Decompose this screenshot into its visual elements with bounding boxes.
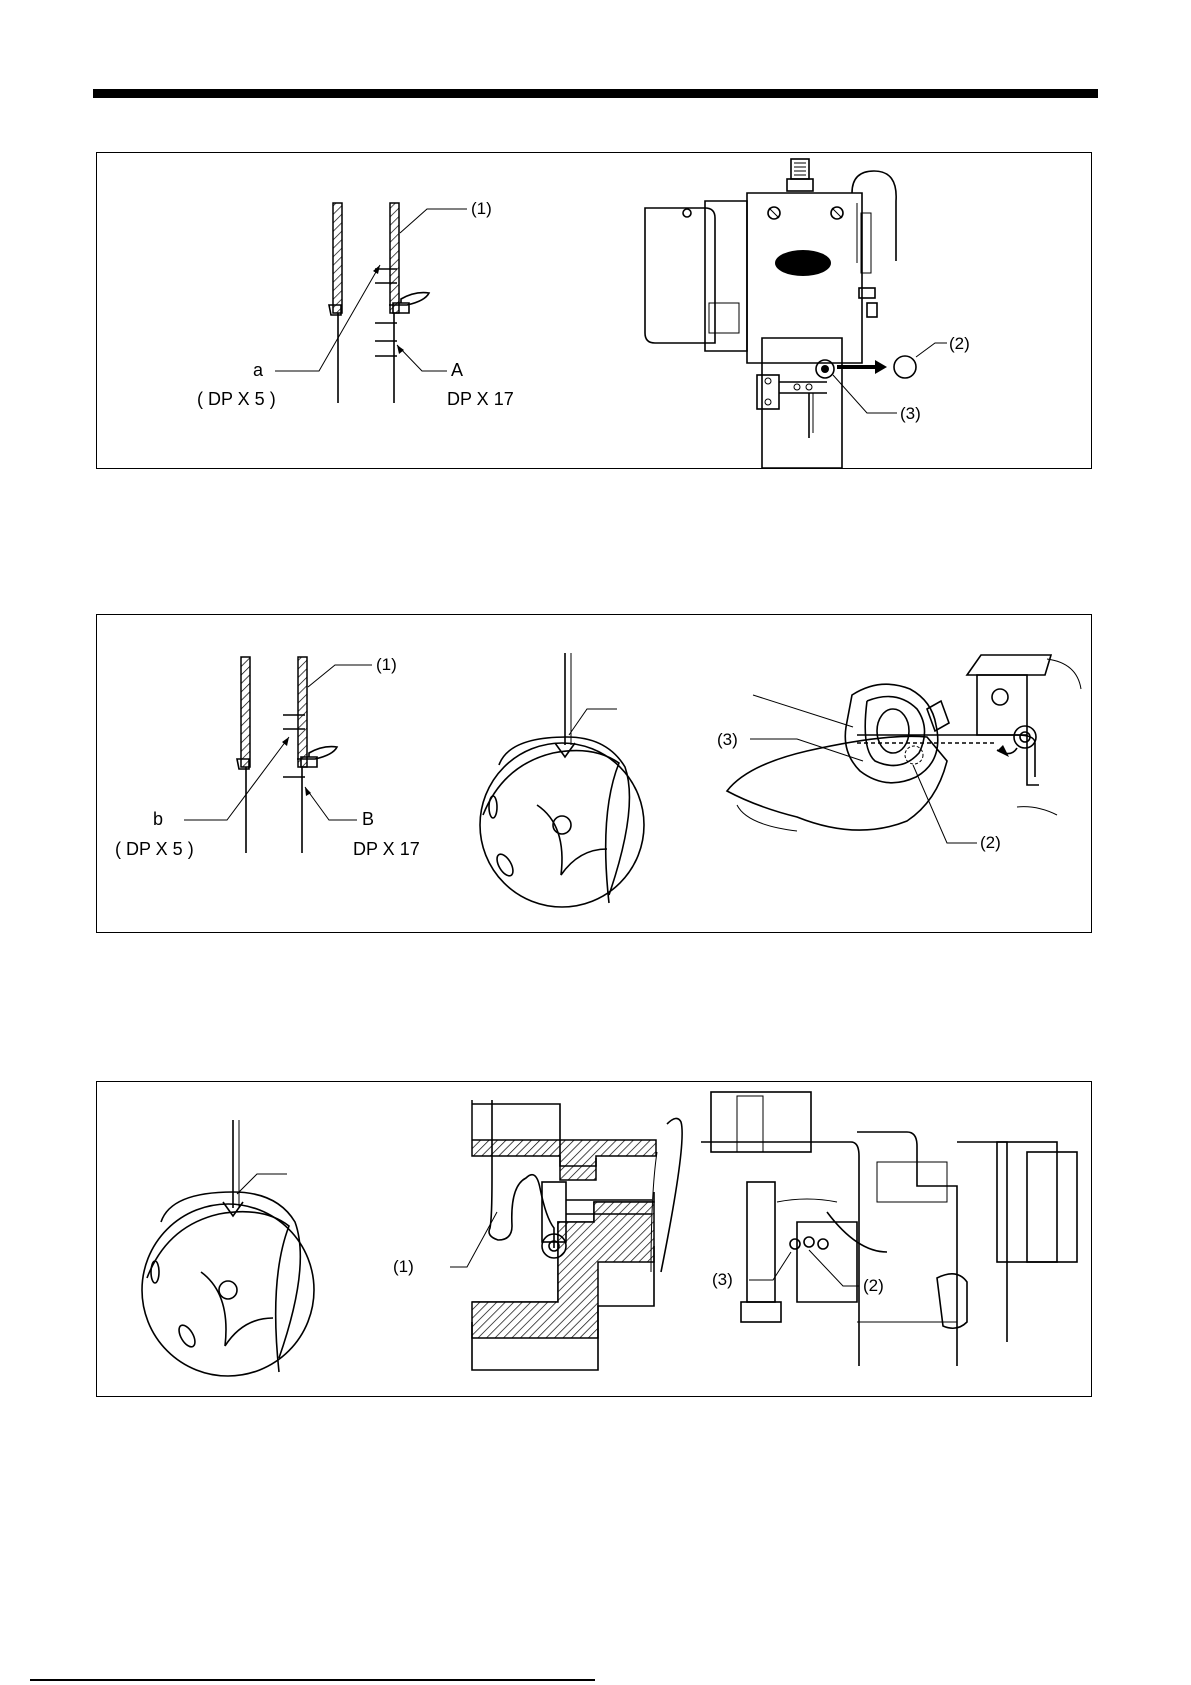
footer-rule (30, 1679, 595, 1681)
callout-b: b (153, 809, 163, 829)
callout-B: B (362, 809, 374, 829)
callout-1: (1) (393, 1257, 414, 1276)
figure-hook-guard: (1) (3) (2) (96, 1081, 1092, 1397)
needle-bar-diagram (275, 203, 467, 403)
machine-underside-illustration (651, 1092, 1077, 1366)
header-rule (93, 89, 1098, 98)
callout-1: (1) (376, 655, 397, 674)
needle-type-dpx17: DP X 17 (353, 839, 420, 859)
callout-1: (1) (471, 199, 492, 218)
callout-2: (2) (949, 334, 970, 353)
rotary-hook-illustration (480, 653, 644, 907)
needle-type-dpx5: ( DP X 5 ) (197, 389, 276, 409)
hook-guard-section (450, 1100, 656, 1370)
needle-bar-diagram (184, 657, 372, 853)
figure-3-drawing: (1) (3) (2) (97, 1082, 1093, 1398)
figure-1-drawing: (1) a A ( DP X 5 ) DP X 17 (97, 153, 1093, 470)
figure-needle-bar-height: (1) a A ( DP X 5 ) DP X 17 (96, 152, 1092, 469)
callout-3: (3) (712, 1270, 733, 1289)
hook-adjustment-illustration (727, 655, 1081, 843)
callout-a: a (253, 360, 264, 380)
callout-2: (2) (863, 1276, 884, 1295)
figure-needle-hook-timing: (1) b B ( DP X 5 ) DP X 17 (96, 614, 1092, 933)
needle-type-dpx17: DP X 17 (447, 389, 514, 409)
figure-2-drawing: (1) b B ( DP X 5 ) DP X 17 (97, 615, 1093, 934)
callout-3: (3) (900, 404, 921, 423)
callout-2: (2) (980, 833, 1001, 852)
needle-type-dpx5: ( DP X 5 ) (115, 839, 194, 859)
callout-A: A (451, 360, 463, 380)
callout-3: (3) (717, 730, 738, 749)
rotary-hook-illustration (142, 1120, 314, 1376)
